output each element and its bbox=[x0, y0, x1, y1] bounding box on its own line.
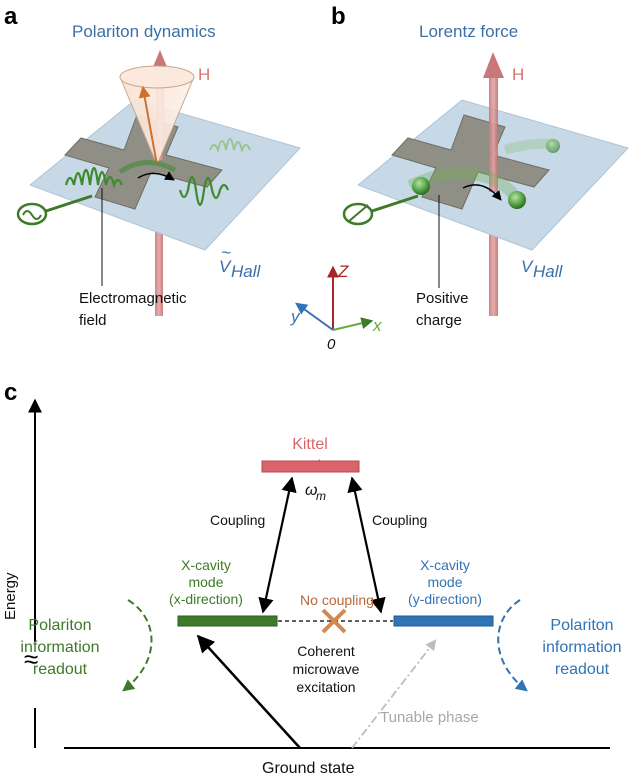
vhall-b-sub: Hall bbox=[533, 262, 564, 281]
panel-b-letter: b bbox=[331, 3, 346, 30]
energy-axis-label: Energy bbox=[2, 572, 19, 620]
coupling-right-label: Coupling bbox=[372, 512, 427, 528]
charge-trail bbox=[407, 167, 524, 205]
positive-charge-2 bbox=[508, 191, 526, 209]
xcav-left-level bbox=[177, 615, 278, 627]
vhall-tilde: ~ bbox=[221, 243, 231, 262]
coherent-line2: microwave bbox=[293, 661, 360, 677]
source-b-slash-icon bbox=[347, 204, 369, 223]
coupling-left-label: Coupling bbox=[210, 512, 265, 528]
xcav-left-line3: (x-direction) bbox=[169, 591, 243, 607]
source-sine-icon bbox=[22, 210, 42, 220]
kittel-mode-level bbox=[261, 460, 360, 473]
ground-state-label: Ground state bbox=[262, 760, 355, 777]
charge-flow-arrow bbox=[462, 184, 502, 201]
readout-left-arrow bbox=[122, 599, 153, 692]
panel-c-letter: c bbox=[4, 379, 17, 406]
xcav-left-line2: mode bbox=[188, 574, 223, 590]
source-lead bbox=[45, 194, 93, 213]
em-wave-input bbox=[64, 166, 124, 189]
panel-b: b Lorentz force H V Hall Positive charge bbox=[331, 3, 629, 329]
cone-rim bbox=[119, 65, 195, 89]
coherent-line3: excitation bbox=[296, 679, 355, 695]
em-label-line2: field bbox=[79, 312, 107, 329]
panel-c: c ≈ Energy Ground state Kittel mode ω m … bbox=[2, 379, 622, 777]
source-b-lead bbox=[371, 194, 419, 213]
readout-left-line1: Polariton bbox=[28, 617, 91, 634]
vhall-a-symbol: V bbox=[219, 257, 232, 276]
readout-left-line2: information bbox=[20, 639, 99, 656]
readout-right-line1: Polariton bbox=[550, 617, 613, 634]
panel-a-title: Polariton dynamics bbox=[72, 22, 216, 41]
no-coupling-label: No coupling bbox=[300, 592, 374, 608]
coupling-arrow-right bbox=[347, 476, 386, 614]
z-label: Z bbox=[337, 262, 349, 281]
readout-right-arrow bbox=[497, 599, 528, 692]
h-field-b-lower bbox=[489, 230, 498, 316]
h-field-b-arrowhead bbox=[483, 52, 504, 78]
x-label: x bbox=[372, 316, 382, 335]
vhall-a-sub: Hall bbox=[231, 262, 262, 281]
h-field-b-upper bbox=[489, 74, 498, 192]
y-axis bbox=[295, 302, 334, 331]
panel-a-letter: a bbox=[4, 3, 18, 30]
readout-left-line3: readout bbox=[33, 661, 88, 678]
positive-charge-3 bbox=[546, 139, 560, 153]
em-flow-arrow bbox=[137, 171, 175, 181]
charge-label-line1: Positive bbox=[416, 290, 469, 307]
panel-b-h-label: H bbox=[512, 65, 524, 84]
excitation-arrow bbox=[196, 634, 301, 749]
y-label: y bbox=[290, 307, 301, 326]
em-wave-output bbox=[178, 175, 230, 207]
charge-label-line2: charge bbox=[416, 312, 462, 329]
kittel-label-line1: Kittel bbox=[292, 436, 328, 453]
positive-charge-1 bbox=[412, 177, 430, 195]
panel-a-h-label: H bbox=[198, 65, 210, 84]
xcav-left-line1: X-cavity bbox=[181, 557, 231, 573]
readout-right-line3: readout bbox=[555, 661, 610, 678]
omega-symbol: ω bbox=[305, 482, 317, 499]
xcav-right-line2: mode bbox=[427, 574, 462, 590]
h-field-arrow-lower bbox=[155, 232, 163, 316]
xcav-right-line1: X-cavity bbox=[420, 557, 470, 573]
axis-break-mark: ≈ bbox=[24, 644, 38, 674]
em-flow-band bbox=[118, 160, 177, 175]
panel-b-title: Lorentz force bbox=[419, 22, 518, 41]
vhall-b-symbol: V bbox=[521, 257, 534, 276]
em-label-line1: Electromagnetic bbox=[79, 290, 187, 307]
tunable-phase-arrow bbox=[351, 639, 437, 749]
no-coupling-cross-2 bbox=[321, 608, 347, 634]
coupling-arrow-left bbox=[258, 476, 297, 614]
magnetization-vector bbox=[138, 85, 158, 166]
xcav-right-level bbox=[393, 615, 494, 627]
readout-right-line2: information bbox=[542, 639, 621, 656]
em-wave-transverse bbox=[209, 138, 251, 154]
coherent-line1: Coherent bbox=[297, 643, 355, 659]
xcav-right-line3: (y-direction) bbox=[408, 591, 482, 607]
coordinate-axes: Z y x 0 bbox=[290, 262, 382, 353]
omega-sub: m bbox=[316, 489, 326, 503]
origin-label: 0 bbox=[327, 336, 336, 353]
panel-a: a Polariton dynamics H ~ V Hall Electrom bbox=[4, 3, 301, 329]
tunable-phase-label: Tunable phase bbox=[380, 709, 479, 726]
x-axis bbox=[332, 317, 374, 331]
